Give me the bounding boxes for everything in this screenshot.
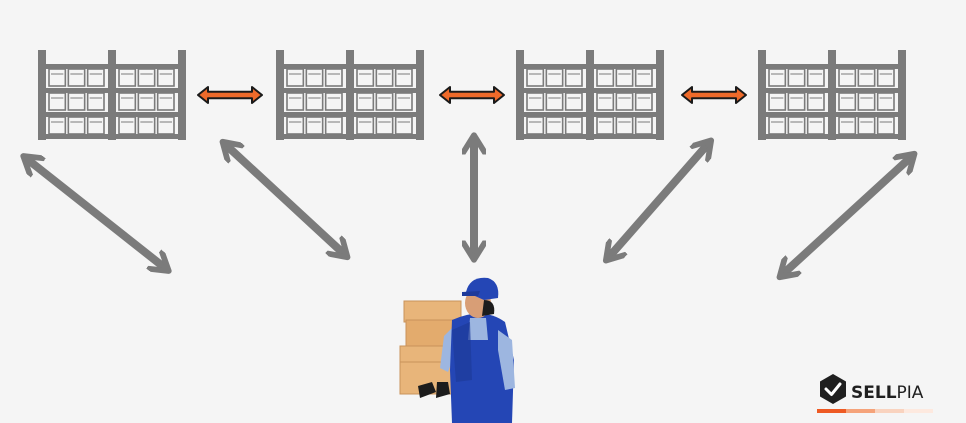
checkmark-hexagon-logo-icon xyxy=(820,374,846,404)
shelf-link-arrow xyxy=(439,86,505,104)
shelf-link-arrow xyxy=(681,86,747,104)
shelf-links-group xyxy=(197,86,747,104)
worker-link-arrow xyxy=(609,144,708,257)
shelf-rack-icon xyxy=(38,50,186,140)
brand-name: SELLPIA xyxy=(851,383,924,403)
box-icon xyxy=(403,300,462,323)
worker-link-arrow xyxy=(27,159,165,268)
brand-logo: SELLPIA xyxy=(817,374,933,413)
worker-link-arrow xyxy=(783,157,911,274)
shelves-group xyxy=(38,50,906,140)
warehouse-worker-icon xyxy=(399,277,515,423)
shelf-rack-icon xyxy=(516,50,664,140)
worker-link-arrow xyxy=(226,145,344,254)
brand-stripe xyxy=(817,409,933,413)
shelf-link-arrow xyxy=(197,86,263,104)
worker-links-group xyxy=(27,140,911,274)
shelf-rack-icon xyxy=(276,50,424,140)
shelf-rack-icon xyxy=(758,50,906,140)
